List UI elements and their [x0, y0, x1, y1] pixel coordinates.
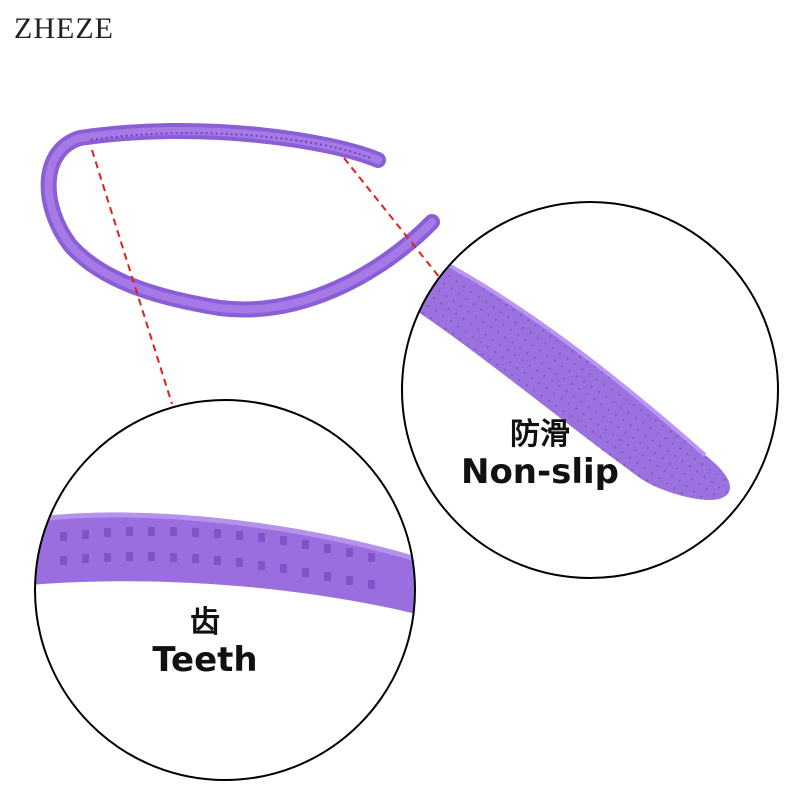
nonslip-label-english: Non-slip — [460, 451, 619, 492]
leader-line-nonslip — [343, 157, 441, 279]
leader-line-teeth — [91, 149, 173, 405]
teeth-label-english: Teeth — [152, 639, 258, 680]
nonslip-label-chinese: 防滑 — [510, 417, 570, 452]
teeth-detail-circle — [34, 399, 416, 781]
nonslip-callout: 防滑 Non-slip — [440, 417, 640, 492]
nonslip-detail-circle — [401, 201, 779, 579]
brand-logo: ZHEZE — [14, 12, 114, 45]
headband — [40, 122, 440, 318]
teeth-label-chinese: 齿 — [190, 605, 220, 640]
teeth-callout: 齿 Teeth — [105, 605, 305, 680]
